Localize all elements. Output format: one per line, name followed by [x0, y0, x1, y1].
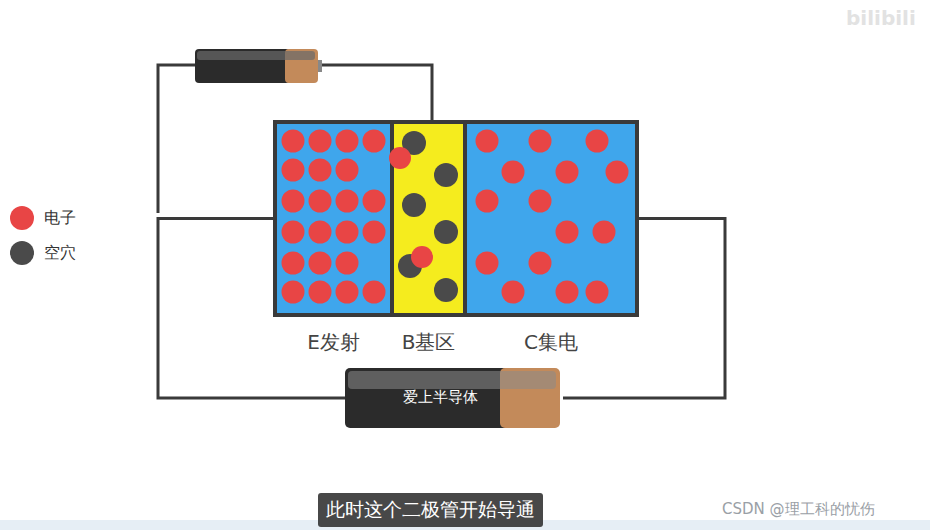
electron-dot	[476, 252, 499, 275]
transistor-outline	[275, 122, 637, 315]
region-label: C集电	[524, 329, 578, 356]
electron-dot	[336, 281, 359, 304]
electron-dot	[282, 159, 305, 182]
electron-dot	[282, 252, 305, 275]
electron-dot	[282, 221, 305, 244]
electron-dot	[363, 190, 386, 213]
electron-dot	[529, 130, 552, 153]
legend-swatch	[10, 206, 34, 230]
electron-dot	[586, 130, 609, 153]
electron-dot	[529, 190, 552, 213]
electron-dot	[593, 221, 616, 244]
electron-dot	[309, 281, 332, 304]
region-label: B基区	[402, 329, 456, 356]
electron-dot	[336, 190, 359, 213]
electron-dot	[282, 190, 305, 213]
electron-dot	[586, 281, 609, 304]
electron-dot	[309, 130, 332, 153]
battery-box: 爱上半导体	[345, 368, 563, 428]
electron-dot	[363, 281, 386, 304]
carrier-dots	[282, 130, 629, 304]
wire	[316, 65, 432, 122]
legend-text: 电子	[44, 208, 76, 229]
electron-dot	[363, 221, 386, 244]
electron-dot	[309, 159, 332, 182]
hole-dot	[434, 163, 458, 187]
electron-dot	[282, 130, 305, 153]
hole-dot	[434, 278, 458, 302]
electron-dot	[606, 161, 629, 184]
electron-dot	[363, 130, 386, 153]
electron-dot	[336, 221, 359, 244]
watermark: bilibili	[846, 6, 916, 30]
electron-dot	[476, 190, 499, 213]
base-region: B基区	[392, 122, 465, 315]
electron-dot	[556, 281, 579, 304]
electron-dot	[389, 147, 411, 169]
subtitle: 此时这个二极管开始导通	[318, 493, 543, 527]
emitter-region	[275, 122, 392, 315]
emitter-region: E发射	[275, 122, 392, 315]
electron-dot	[529, 252, 552, 275]
hole-dot	[402, 193, 426, 217]
electron-dot	[556, 161, 579, 184]
legend-row: 电子	[10, 206, 76, 230]
electron-dot	[502, 161, 525, 184]
battery-label: 爱上半导体	[345, 388, 535, 407]
wire	[563, 219, 725, 399]
wire	[158, 65, 197, 213]
legend-row: 空穴	[10, 241, 76, 265]
wire	[158, 219, 345, 399]
legend-text: 空穴	[44, 243, 76, 264]
collector-region	[465, 122, 637, 315]
electron-dot	[309, 252, 332, 275]
electron-dot	[411, 246, 433, 268]
watermark: CSDN @理工科的忧伤	[722, 500, 875, 519]
electron-dot	[336, 252, 359, 275]
legend-swatch	[10, 241, 34, 265]
electron-dot	[502, 281, 525, 304]
battery-symbol	[195, 49, 322, 83]
collector-region: C集电	[465, 122, 637, 315]
hole-dot	[434, 220, 458, 244]
electron-dot	[309, 221, 332, 244]
electron-dot	[556, 221, 579, 244]
electron-dot	[309, 190, 332, 213]
region-label: E发射	[307, 329, 360, 356]
electron-dot	[336, 159, 359, 182]
electron-dot	[476, 130, 499, 153]
electron-dot	[282, 281, 305, 304]
electron-dot	[336, 130, 359, 153]
